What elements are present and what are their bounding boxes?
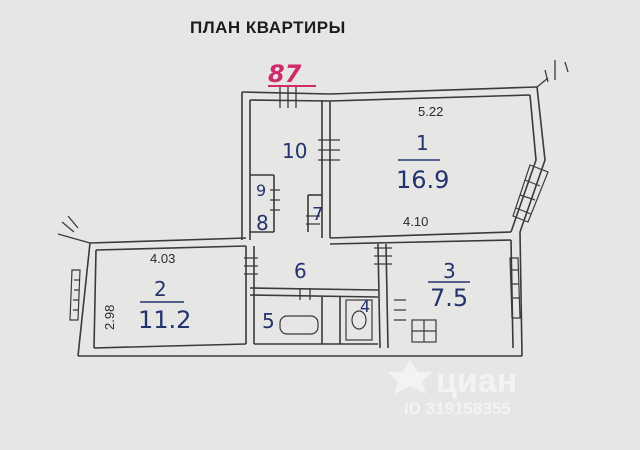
plan-title: ПЛАН КВАРТИРЫ	[190, 18, 346, 37]
room-7-number: 7	[312, 204, 323, 225]
room-3-number: 3	[443, 259, 456, 283]
room-2-number: 2	[154, 277, 167, 301]
watermark: циан ID 319158355	[388, 360, 517, 418]
bathtub-icon	[279, 315, 319, 335]
walls	[77, 86, 546, 357]
room-4-number: 4	[360, 297, 370, 316]
dim-top: 5.22	[418, 104, 443, 119]
watermark-logo-icon	[388, 360, 432, 394]
dim-left: 4.03	[150, 251, 175, 266]
fixtures	[279, 299, 437, 343]
watermark-id: ID 319158355	[404, 399, 511, 418]
dim-mid: 4.10	[403, 214, 428, 229]
total-area-annotation: 87	[268, 60, 302, 88]
dim-left-side: 2.98	[102, 305, 117, 330]
room-10-number: 10	[282, 139, 307, 163]
toilet-icon	[351, 310, 367, 330]
room-1-area: 16.9	[396, 166, 449, 194]
room-3-area: 7.5	[430, 284, 468, 312]
watermark-brand: циан	[436, 362, 517, 400]
wall-breaks	[57, 60, 569, 244]
room-6-number: 6	[294, 259, 307, 283]
windows	[69, 164, 549, 321]
room-8-number: 8	[256, 211, 269, 235]
room-9-number: 9	[256, 181, 266, 200]
toilet-box-icon	[345, 299, 373, 341]
room-5-number: 5	[262, 309, 275, 333]
room-2-area: 11.2	[138, 306, 191, 334]
room-1-number: 1	[416, 131, 429, 155]
door-marks	[244, 86, 406, 321]
